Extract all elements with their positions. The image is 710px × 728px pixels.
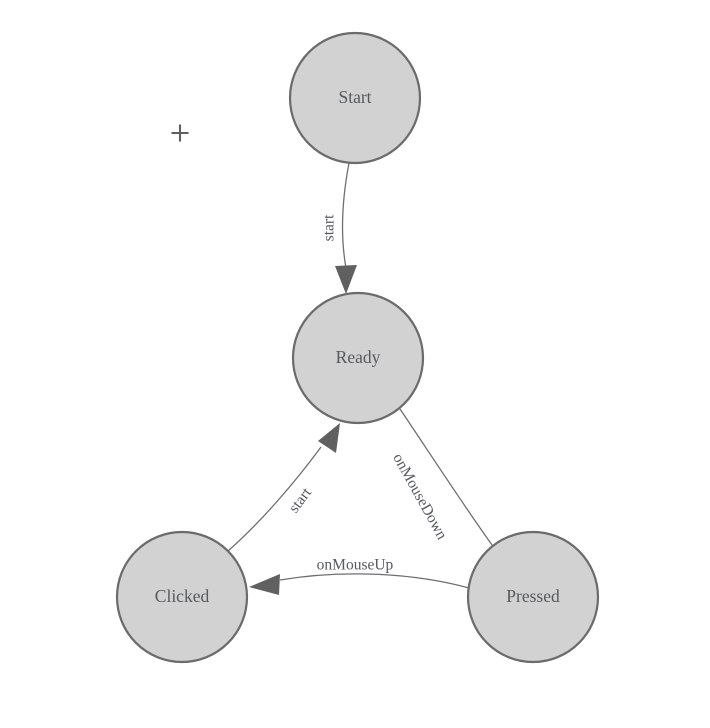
node-start-label: Start xyxy=(338,87,371,107)
plus-marker[interactable] xyxy=(171,124,189,142)
node-pressed-circle[interactable] xyxy=(466,530,600,664)
edge-label-clicked-to-ready: start xyxy=(285,484,315,516)
node-clicked-circle[interactable] xyxy=(115,530,249,664)
edge-pressed-to-clicked[interactable]: onMouseUp xyxy=(249,557,470,595)
node-ready-label: Ready xyxy=(336,347,381,367)
edge-label-ready-to-pressed: onMouseDown xyxy=(389,451,450,543)
edge-start-to-ready-line xyxy=(341,162,350,269)
edge-clicked-to-ready-line xyxy=(227,446,322,552)
node-ready[interactable]: Ready xyxy=(291,291,425,425)
edge-pressed-to-clicked-line xyxy=(279,573,470,589)
edge-ready-to-pressed-line xyxy=(399,408,493,546)
node-clicked[interactable]: Clicked xyxy=(115,530,249,664)
edge-pressed-to-clicked-arrowhead xyxy=(249,574,280,595)
edge-clicked-to-ready[interactable]: start xyxy=(227,423,340,552)
edge-start-to-ready-arrowhead xyxy=(335,265,357,294)
node-clicked-label: Clicked xyxy=(155,586,210,606)
node-start[interactable]: Start xyxy=(288,31,422,165)
edge-clicked-to-ready-arrowhead xyxy=(318,423,340,453)
edge-label-start-to-ready: start xyxy=(321,214,338,241)
node-start-circle[interactable] xyxy=(288,31,422,165)
edge-ready-to-pressed[interactable]: onMouseDown xyxy=(389,408,509,568)
node-ready-circle[interactable] xyxy=(291,291,425,425)
node-pressed-label: Pressed xyxy=(506,586,560,606)
node-pressed[interactable]: Pressed xyxy=(466,530,600,664)
edge-start-to-ready[interactable]: start xyxy=(321,162,357,294)
edge-label-pressed-to-clicked: onMouseUp xyxy=(317,557,394,574)
